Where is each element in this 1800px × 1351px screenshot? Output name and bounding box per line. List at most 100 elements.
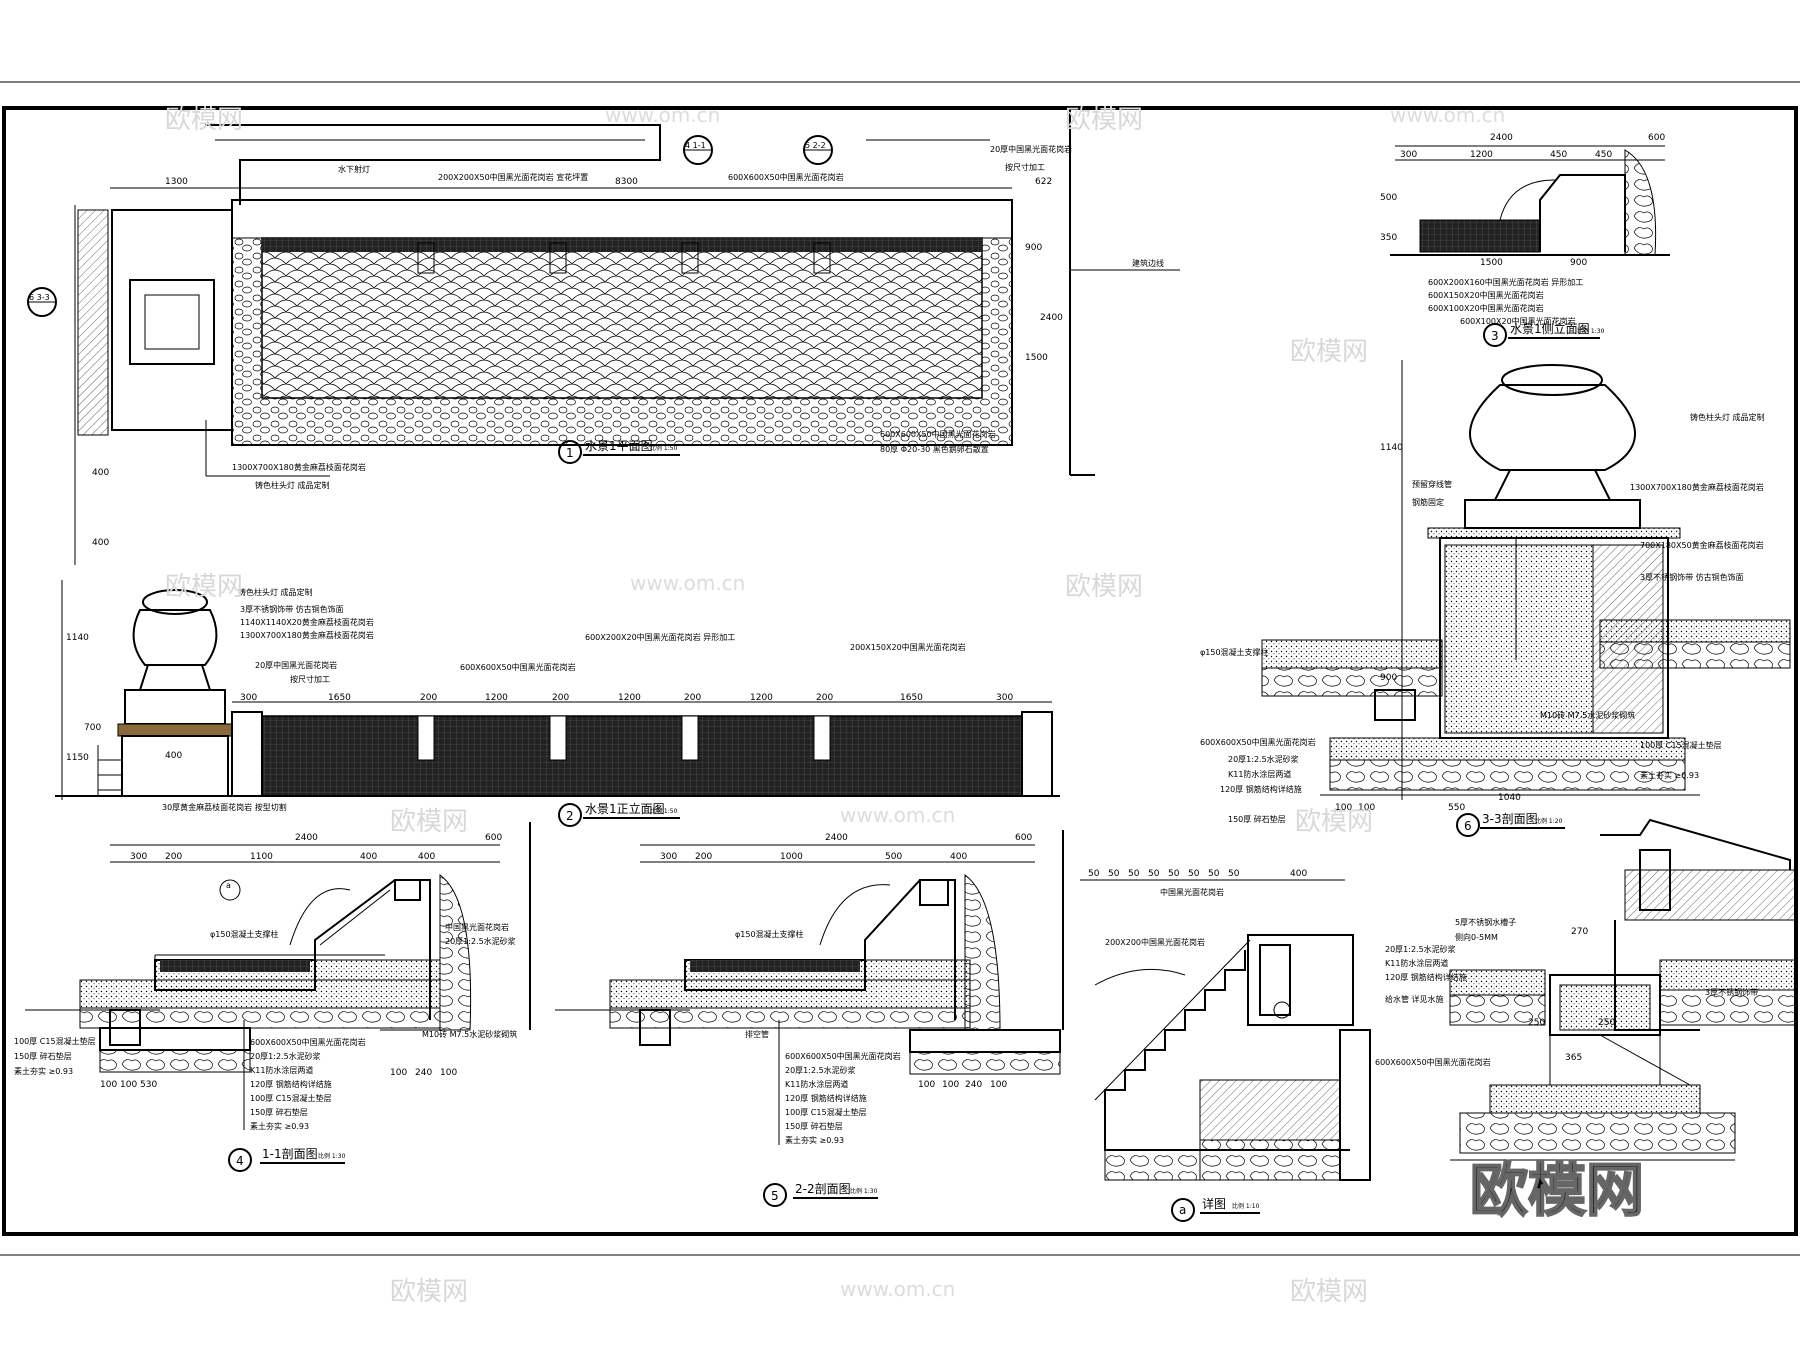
sec2-dim-400: 400: [950, 852, 967, 862]
plan-view: 建筑边线 1300 8300 622 900 1500 2400 400 400…: [27, 108, 1180, 565]
plan-note-pebbles: 80厚 Φ20-30 黑色鹅卵石散置: [880, 444, 989, 454]
section-marker-3-3-label: 6 3-3: [29, 293, 50, 302]
elevation-title-block: 2 水景1正立面图 比例 1:50: [558, 801, 680, 827]
sec2-dim-240: 240: [965, 1080, 982, 1090]
sec1-dim-240: 240: [415, 1068, 432, 1078]
sec3-note-column: φ150混凝土支撑柱: [1200, 647, 1269, 657]
sec2-note-gravel: 150厚 碎石垫层: [785, 1121, 843, 1131]
sec2-note-granite: 600X600X50中国黑光面花岗岩: [785, 1051, 901, 1061]
sec3-note-base: 1300X700X180黄金麻荔枝面花岗岩: [1630, 482, 1764, 492]
elev-note-20mm-granite: 20厚中国黑光面花岗岩: [255, 660, 337, 670]
side-note-1: 600X200X160中国黑光面花岗岩 异形加工: [1428, 277, 1583, 287]
site-logo: 欧模网: [1470, 1156, 1644, 1224]
detail-a-note-200: 200X200中国黑光面花岗岩: [1105, 937, 1205, 947]
section-marker-3-3[interactable]: 6 3-3: [27, 287, 57, 317]
sec1-note-gravel-r: 150厚 碎石垫层: [250, 1107, 308, 1117]
sec3-note-rc: 120厚 钢筋结构详结施: [1220, 784, 1302, 794]
watermark-url-2: www.om.cn: [1390, 103, 1505, 127]
elev-dim-200a: 200: [420, 693, 437, 703]
side-title: 水景1侧立面图: [1510, 321, 1590, 336]
sec1-note-soil-r: 素土夯实 ≥0.93: [250, 1121, 309, 1131]
sec3-note-lamp: 铸色柱头灯 成品定制: [1690, 412, 1765, 422]
sec1-note-brick: M10砖 M7.5水泥砂浆砌筑: [422, 1029, 517, 1039]
section-marker-2-2[interactable]: 5 2-2: [803, 135, 833, 165]
detail-a-dim-50c: 50: [1128, 869, 1140, 879]
sec2-dim-300: 300: [660, 852, 677, 862]
sec1-note-column: φ150混凝土支撑柱: [210, 929, 279, 939]
watermark-6: 欧模网: [390, 807, 468, 837]
sec2-title-block: 5 2-2剖面图 比例 1:30: [763, 1182, 878, 1207]
sec1-note-soil-l: 素土夯实 ≥0.93: [14, 1066, 73, 1076]
sec3-note-waterproof: K11防水涂层两道: [1228, 769, 1291, 779]
watermark-4: 欧模网: [165, 572, 243, 602]
elev-dim-1140: 1140: [66, 633, 89, 643]
side-dim-450a: 450: [1550, 150, 1567, 160]
sec1-marker-a[interactable]: a: [219, 879, 241, 901]
detail-b-note-band: 3厚不锈钢饰带: [1705, 987, 1758, 997]
sec1-title: 1-1剖面图: [262, 1147, 318, 1161]
elev-note-granite-special: 600X200X20中国黑光面花岗岩 异形加工: [585, 632, 735, 642]
elevation-title-number: 2: [566, 809, 574, 823]
side-dim-900: 900: [1570, 258, 1587, 268]
elevation-pillar: [97, 589, 233, 797]
sec2-note-drain: 排空管: [745, 1029, 769, 1039]
sec1-note-granite-600: 600X600X50中国黑光面花岗岩: [250, 1037, 366, 1047]
watermark-7: 欧模网: [1295, 807, 1373, 837]
plan-building-edge-label: 建筑边线: [1132, 258, 1164, 268]
watermark-2: 欧模网: [1065, 105, 1143, 135]
plan-dim-8300: 8300: [615, 177, 638, 187]
detail-a-note-rc: 120厚 钢筋结构详结施: [1385, 972, 1467, 982]
elev-dim-1650a: 1650: [328, 693, 351, 703]
detail-a-note-pipe: 给水管 详见水施: [1385, 994, 1444, 1004]
side-dim-300: 300: [1400, 150, 1417, 160]
side-notes: 600X200X160中国黑光面花岗岩 异形加工 600X150X20中国黑光面…: [1428, 277, 1583, 326]
elev-dim-1200b: 1200: [618, 693, 641, 703]
watermark-1: 欧模网: [165, 105, 243, 135]
sec1-dim-100b: 100: [120, 1080, 137, 1090]
sec1-note-mortar: 20厚1:2.5水泥砂浆: [445, 936, 516, 946]
sec3-notes: 铸色柱头灯 成品定制 预留穿线管 钢筋固定 1300X700X180黄金麻荔枝面…: [1200, 412, 1765, 824]
elev-dim-1150: 1150: [66, 753, 89, 763]
section-marker-1-1-label: 4 1-1: [685, 141, 706, 150]
plan-note-pillar-stone: 1300X700X180黄金麻荔枝面花岗岩: [232, 462, 366, 472]
sec1-dim-100a: 100: [100, 1080, 117, 1090]
sec2-dim-100b: 100: [942, 1080, 959, 1090]
sec1-note-mortar-b: 20厚1:2.5水泥砂浆: [250, 1051, 321, 1061]
sec2-dim-500: 500: [885, 852, 902, 862]
section-marker-1-1[interactable]: 4 1-1: [683, 135, 713, 165]
side-title-block: 3 水景1侧立面图 比例 1:30: [1483, 321, 1605, 347]
detail-b-note-gap: 侧向0-5MM: [1455, 932, 1498, 942]
sec3-note-cap: 700X180X50黄金麻荔枝面花岗岩: [1640, 540, 1764, 550]
sec1-title-block: 4 1-1剖面图 比例 1:30: [228, 1147, 346, 1172]
sec3-note-granite: 600X600X50中国黑光面花岗岩: [1200, 737, 1316, 747]
sec2-note-soil: 素土夯实 ≥0.93: [785, 1135, 844, 1145]
elevation-spouts: [417, 715, 831, 761]
sec2-title: 2-2剖面图: [795, 1182, 851, 1196]
plan-note-20mm-granite: 20厚中国黑光面花岗岩: [990, 144, 1072, 154]
elevation-title: 水景1正立面图: [585, 801, 665, 816]
detail-a-notes: 中国黑光面花岗岩 200X200中国黑光面花岗岩 20厚1:2.5水泥砂浆 K1…: [1105, 887, 1491, 1067]
detail-b-notes: 5厚不锈钢水槽子 3厚不锈钢饰带 侧向0-5MM: [1455, 917, 1758, 997]
detail-b-dim-250b: 250: [1598, 1018, 1615, 1028]
detail-a-dim-50b: 50: [1108, 869, 1120, 879]
watermark-8: 欧模网: [390, 1277, 468, 1307]
plan-note-pillar-lamp: 铸色柱头灯 成品定制: [255, 480, 330, 490]
sec3-note-mortar: 20厚1:2.5水泥砂浆: [1228, 754, 1299, 764]
side-dim-1500: 1500: [1480, 258, 1503, 268]
sec1-dim-400b: 400: [418, 852, 435, 862]
elev-note-steel-band: 3厚不锈钢饰带 仿古铜色饰面: [240, 604, 344, 614]
detail-a-scale: 比例 1:10: [1232, 1202, 1260, 1210]
sec1-marker-a-label: a: [226, 881, 231, 890]
watermark-5: 欧模网: [1065, 572, 1143, 602]
sec1-dim-2400: 2400: [295, 833, 318, 843]
plan-note-granite-600b: 600X600X50中国黑光面花岗岩: [880, 429, 996, 439]
sec2-note-waterproof: K11防水涂层两道: [785, 1079, 848, 1089]
sec1-dim-100c: 100: [390, 1068, 407, 1078]
sec1-note-concrete-l: 100厚 C15混凝土垫层: [14, 1036, 96, 1046]
watermark-url-3: www.om.cn: [630, 571, 745, 595]
plan-dim-900: 900: [1025, 243, 1042, 253]
sec3-note-concrete: 100厚 C15混凝土垫层: [1640, 740, 1722, 750]
plan-scale: 比例 1:50: [650, 444, 678, 452]
sec1-scale: 比例 1:30: [318, 1152, 346, 1160]
